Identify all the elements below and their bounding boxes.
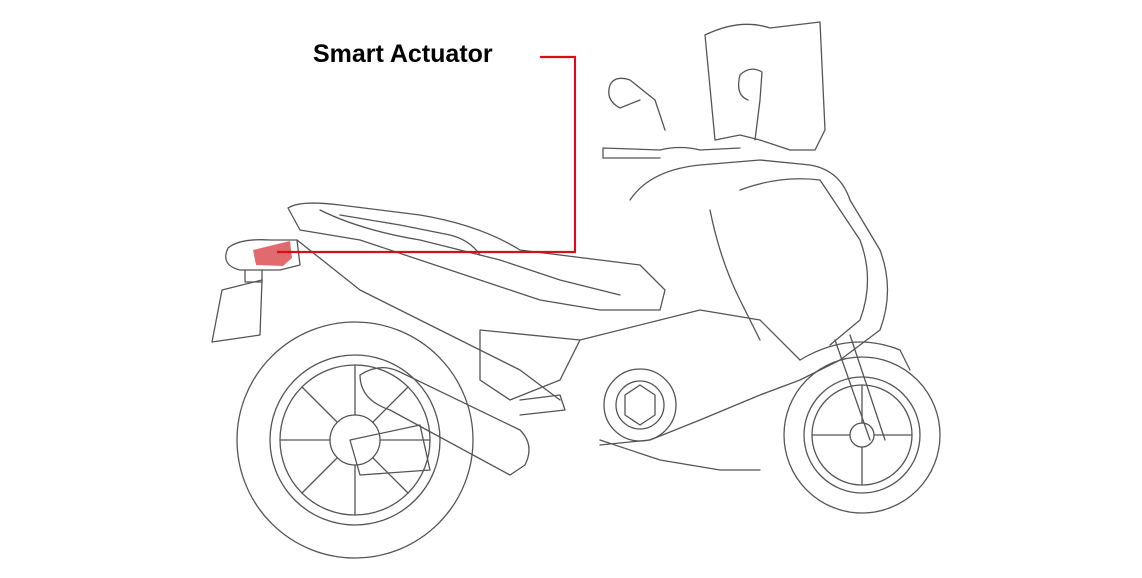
scooter-outline (211, 21, 941, 559)
smart-actuator-highlight (253, 241, 292, 266)
callout-leader-line (277, 55, 577, 254)
callout-label: Smart Actuator (313, 40, 493, 68)
